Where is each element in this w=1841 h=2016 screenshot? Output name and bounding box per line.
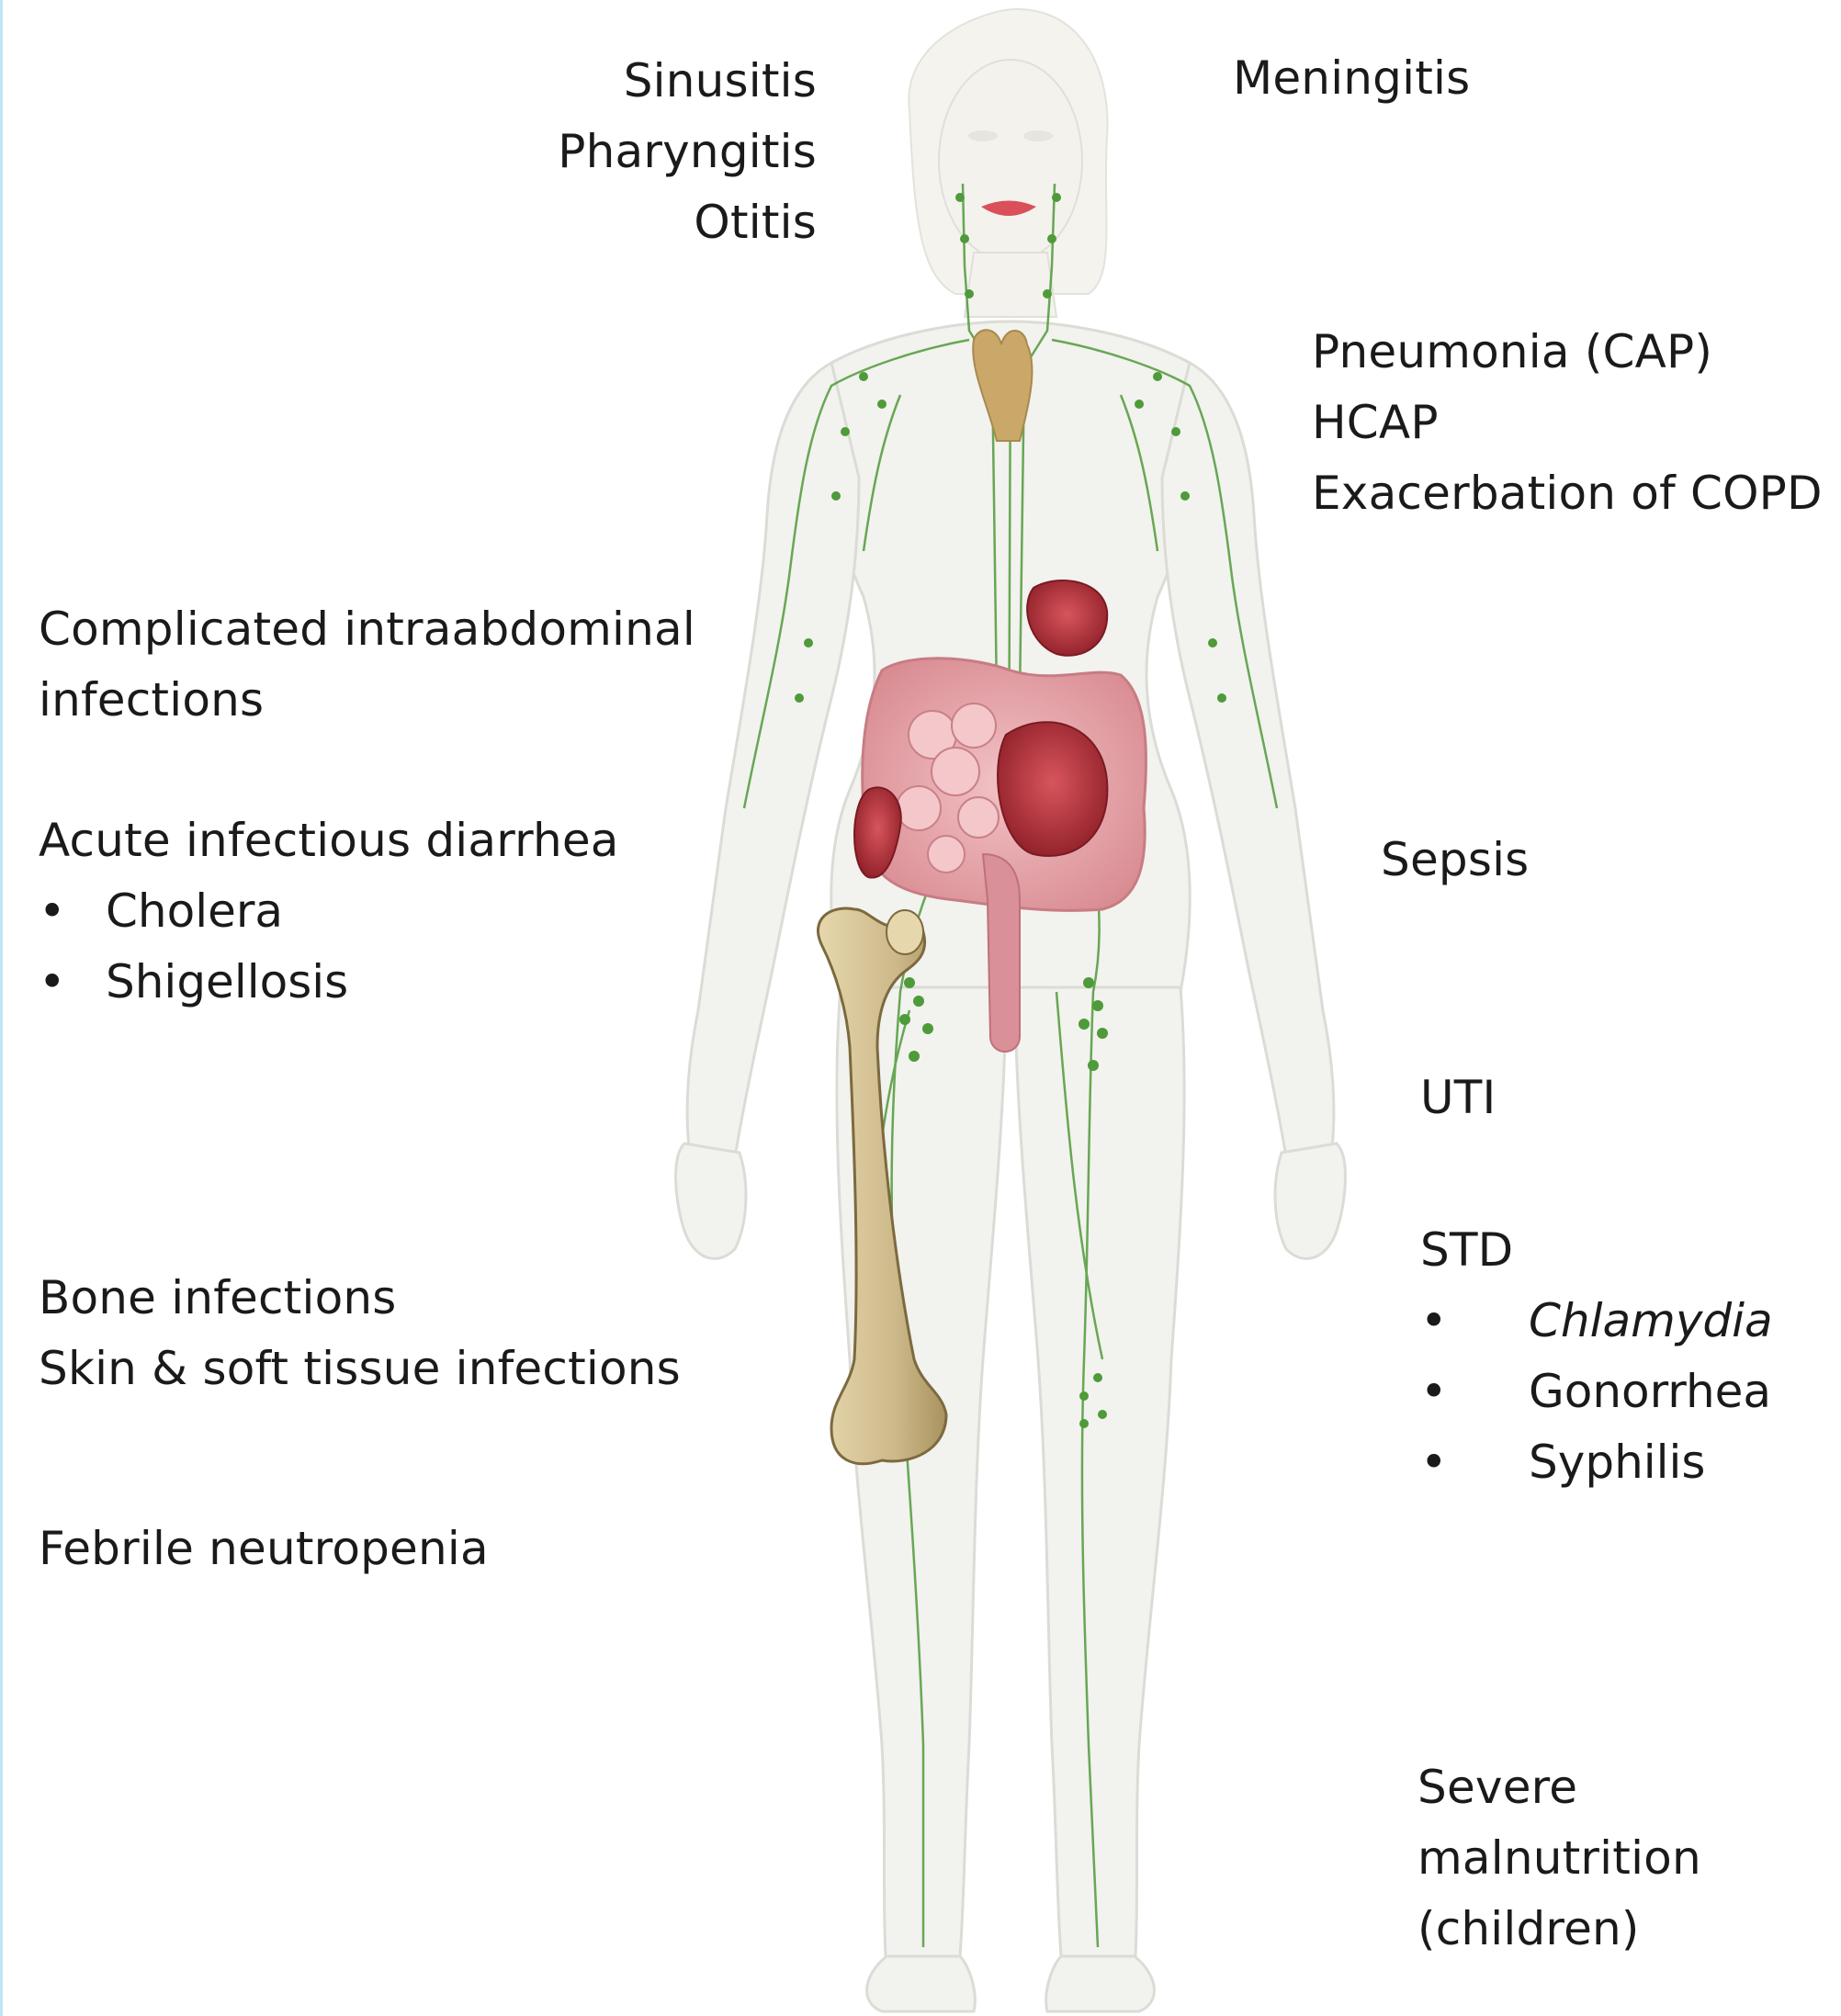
label-cia-line1: Complicated intraabdominal (39, 594, 695, 665)
bullet-icon: • (39, 876, 66, 947)
label-malnutrition-line1: Severe (1417, 1752, 1577, 1823)
label-malnutrition-line2: malnutrition (1417, 1823, 1701, 1894)
bullet-icon: • (1420, 1357, 1448, 1427)
label-chlamydia: Chlamydia (1529, 1286, 1773, 1357)
label-skin-infections: Skin & soft tissue infections (39, 1334, 681, 1404)
left-arm (687, 363, 859, 1157)
label-syphilis: Syphilis (1529, 1427, 1705, 1498)
head (939, 60, 1082, 262)
bullet-icon: • (1420, 1427, 1448, 1498)
label-meningitis: Meningitis (1233, 43, 1470, 114)
label-pneumonia: Pneumonia (CAP) (1312, 317, 1712, 388)
label-gonorrhea: Gonorrhea (1529, 1357, 1771, 1427)
right-leg (1015, 987, 1184, 1975)
label-hcap: HCAP (1312, 388, 1439, 458)
right-arm (1162, 363, 1334, 1157)
label-sepsis: Sepsis (1381, 825, 1529, 895)
label-uti: UTI (1420, 1063, 1497, 1133)
label-shigellosis: Shigellosis (106, 947, 348, 1018)
bullet-icon: • (39, 947, 66, 1018)
label-sinusitis: Sinusitis (624, 46, 817, 117)
label-diarrhea: Acute infectious diarrhea (39, 805, 619, 876)
bullet-icon: • (1420, 1286, 1448, 1357)
label-bone-infections: Bone infections (39, 1263, 397, 1334)
label-malnutrition-line3: (children) (1417, 1894, 1640, 1965)
label-copd: Exacerbation of COPD (1312, 458, 1823, 529)
label-std: STD (1420, 1215, 1513, 1286)
label-pharyngitis: Pharyngitis (558, 117, 817, 187)
label-cia-line2: infections (39, 665, 264, 736)
label-cholera: Cholera (106, 876, 283, 947)
label-febrile-neutropenia: Febrile neutropenia (39, 1514, 489, 1584)
label-otitis: Otitis (694, 187, 817, 258)
